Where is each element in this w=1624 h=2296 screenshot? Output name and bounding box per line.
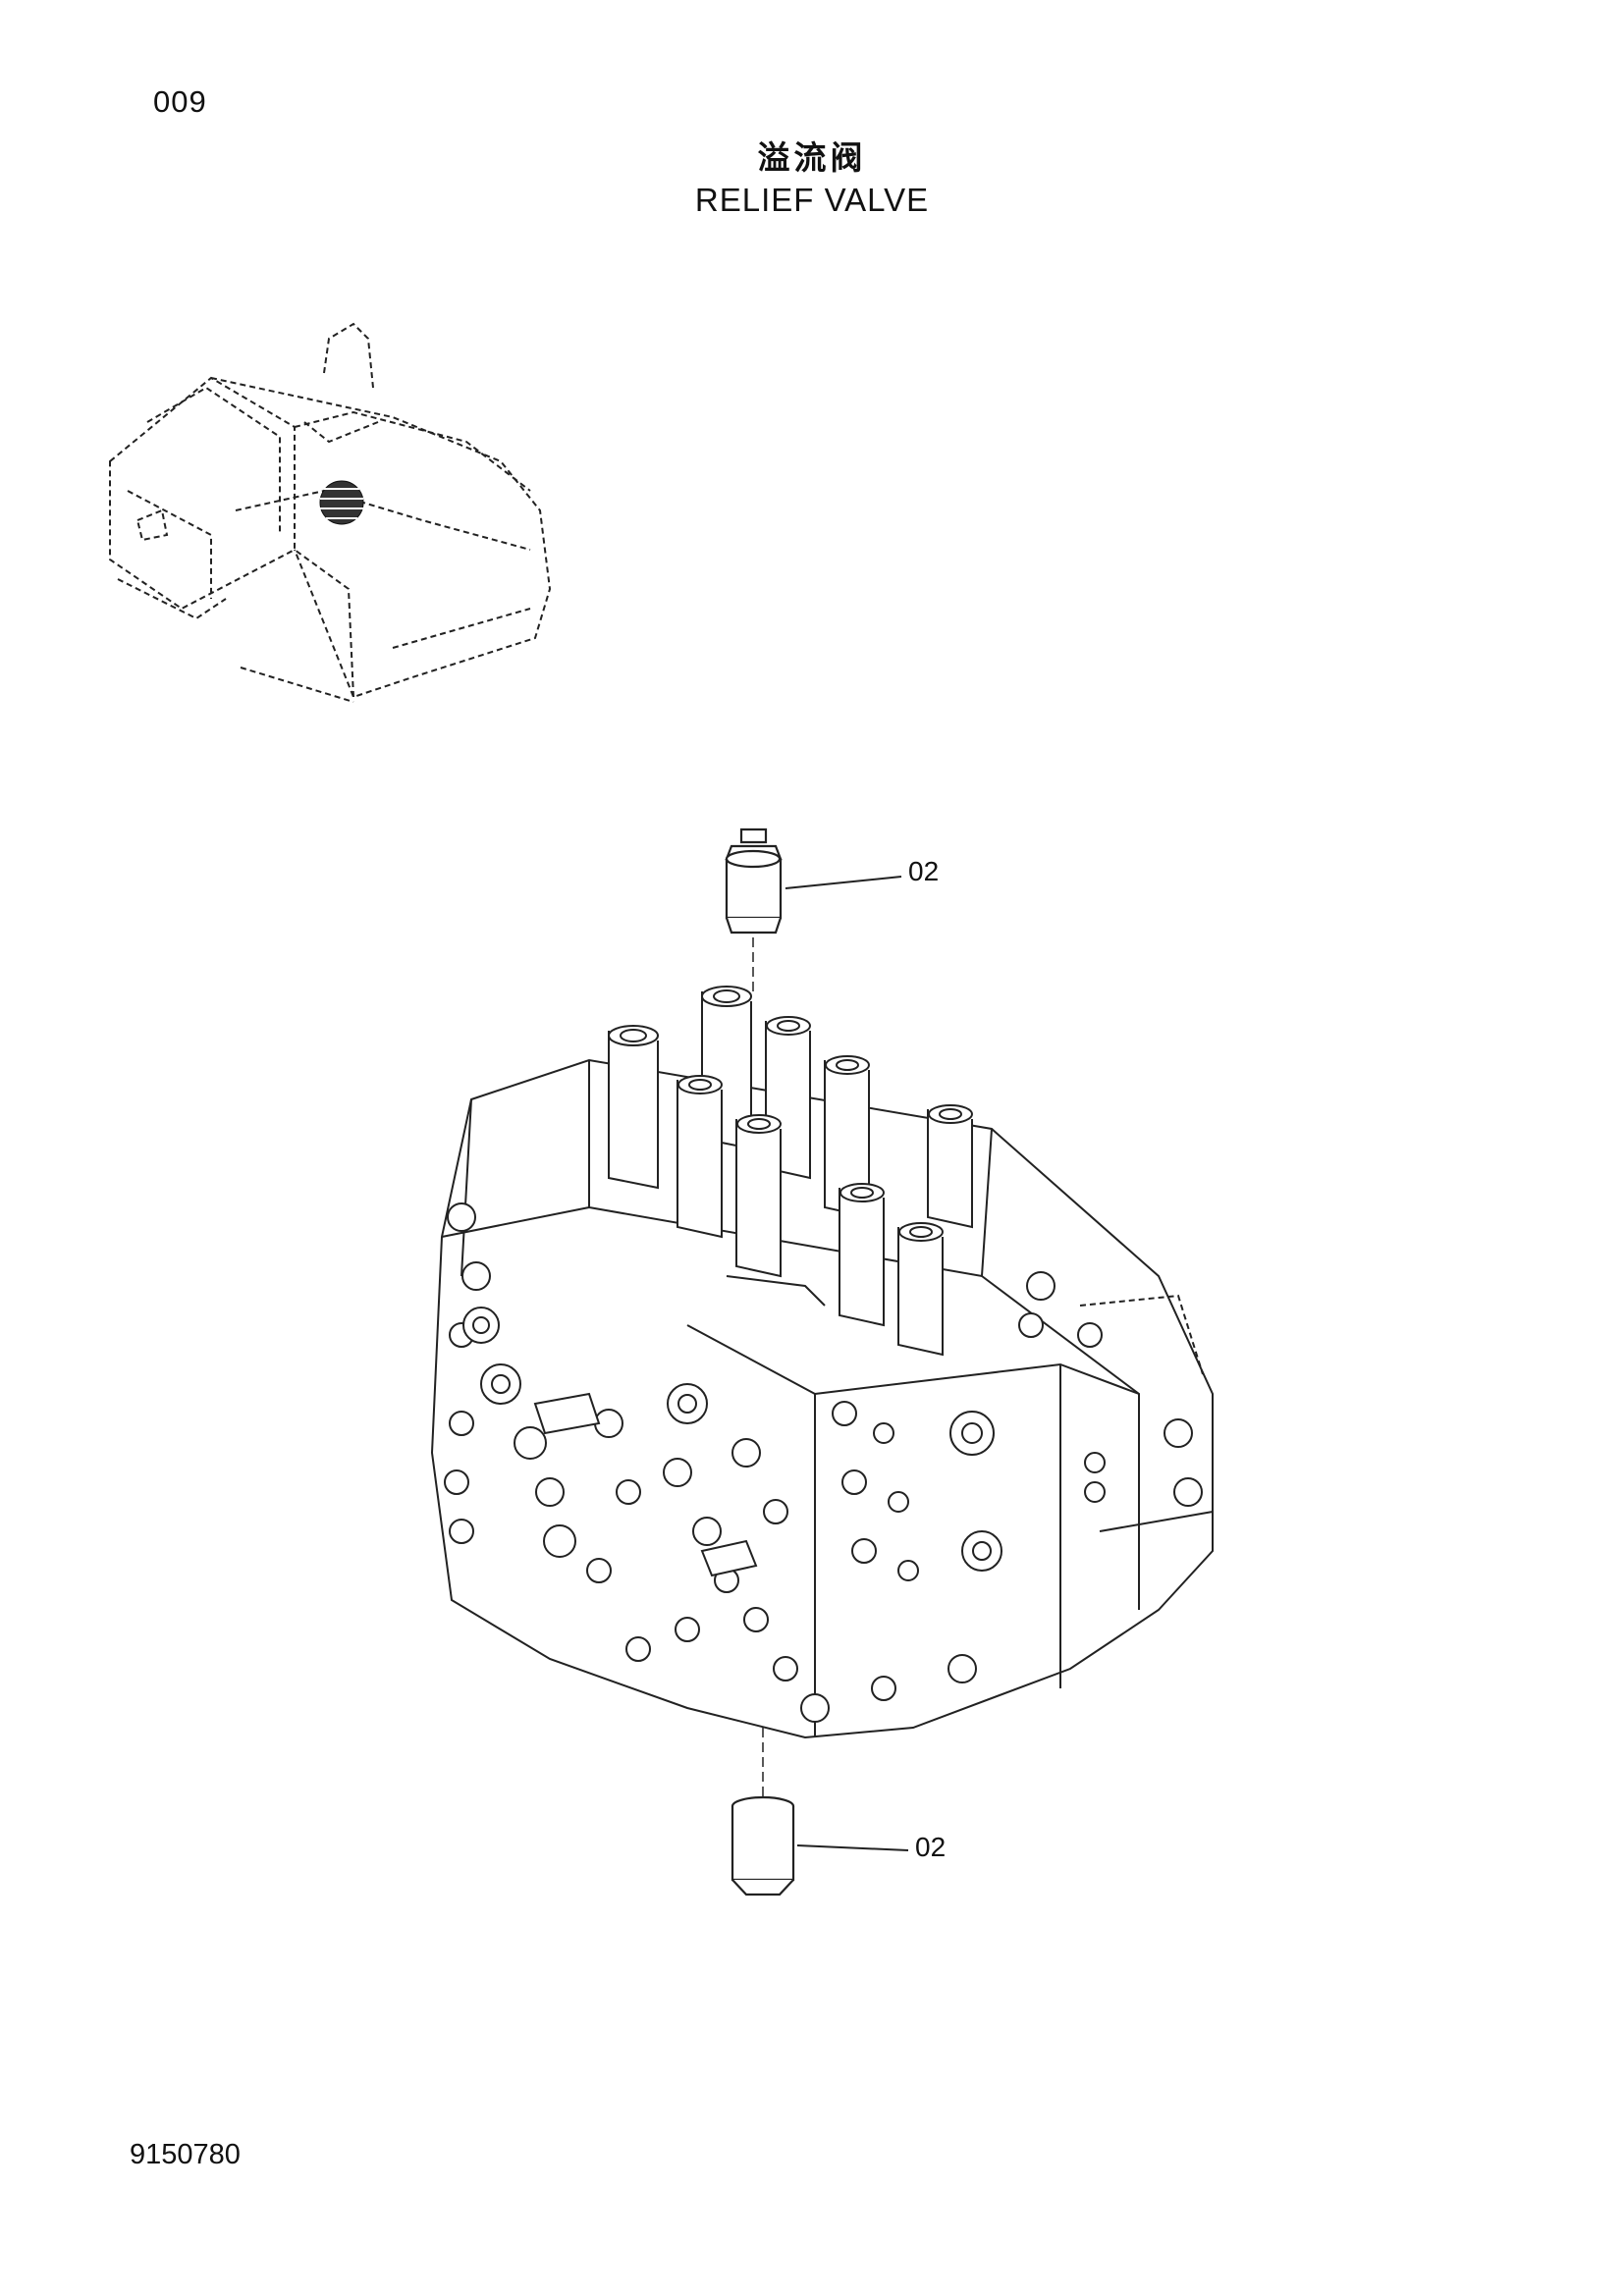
upper-callout-leader (785, 876, 902, 889)
page-number: 009 (153, 84, 207, 119)
valve-cartridges (608, 986, 973, 1357)
lower-relief-valve (731, 1795, 795, 1896)
ports-and-plugs (444, 1202, 1203, 1723)
lower-callout-leader (796, 1844, 909, 1851)
title-english: RELIEF VALVE (694, 182, 930, 218)
callout-label-lower: 02 (915, 1832, 947, 1862)
excavator-location-thumbnail (109, 322, 552, 703)
control-valve-body (430, 1058, 1214, 1739)
title-chinese: 溢流阀 (757, 138, 867, 177)
callout-label-upper: 02 (908, 856, 940, 886)
upper-relief-valve (725, 828, 783, 934)
control-valve-location-highlight (319, 480, 364, 525)
drawing-number: 9150780 (130, 2139, 241, 2170)
